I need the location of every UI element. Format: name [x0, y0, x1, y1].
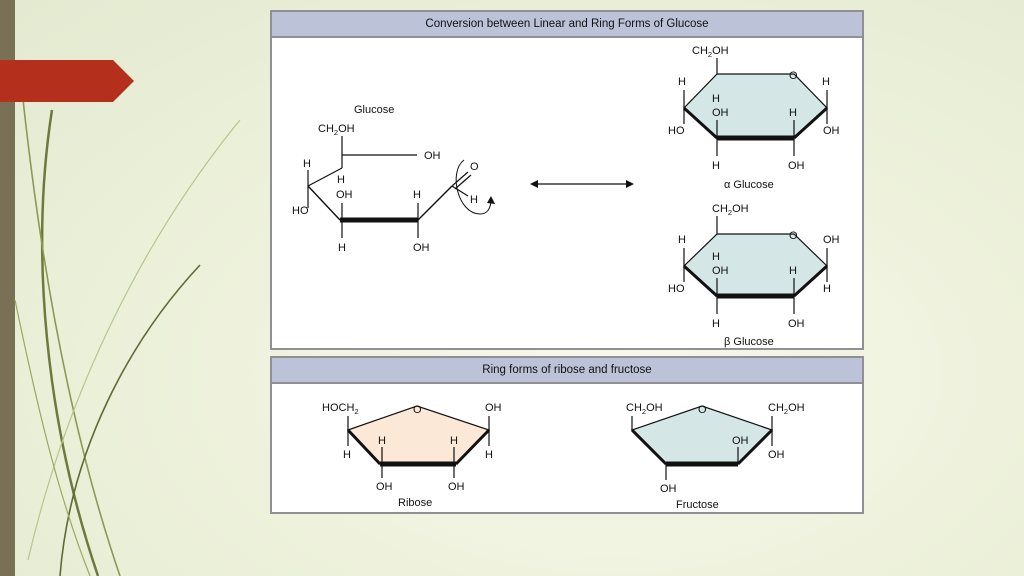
alpha-h-inner-right: H [789, 107, 797, 119]
glucose-diagram: Glucose CH2OH OH H H HO OH H H OH O [292, 45, 840, 348]
alpha-h-right: H [822, 76, 830, 88]
alpha-h-inner: H [712, 93, 720, 105]
fructose: CH2OH O CH2OH OH OH OH Fructose [626, 402, 805, 511]
linear-ho-left: HO [292, 205, 309, 217]
beta-h-bottom: H [712, 318, 720, 330]
aldehyde-o: O [470, 161, 479, 173]
ribose-panel-title: Ring forms of ribose and fructose [272, 358, 862, 384]
fructose-ch2oh-right: CH2OH [768, 402, 805, 416]
ribose-ring-o: O [413, 404, 422, 416]
linear-ch2oh-label: CH2OH [318, 123, 355, 137]
beta-ch2oh-label: CH2OH [712, 203, 749, 217]
linear-glucose-label: Glucose [354, 104, 394, 116]
ribose-hoch2-label: HOCH2 [322, 402, 359, 416]
alpha-ch2oh-label: CH2OH [692, 45, 729, 59]
alpha-glucose: CH2OH O H H H OH H HO OH H OH α Glucose [668, 45, 840, 191]
beta-oh-right: OH [823, 234, 840, 246]
fructose-ring-o: O [698, 404, 707, 416]
ribose-h-inner-left: H [378, 435, 386, 447]
alpha-oh-bottom: OH [788, 160, 805, 172]
accent-tab [0, 60, 134, 102]
beta-oh-bottom: OH [788, 318, 805, 330]
linear-glucose: Glucose CH2OH OH H H HO OH H H OH O [292, 104, 495, 254]
ribose-h-right: H [485, 449, 493, 461]
equilibrium-arrow [530, 180, 634, 188]
alpha-h-left: H [678, 76, 686, 88]
linear-oh-bottom: OH [413, 242, 430, 254]
aldehyde-h: H [470, 194, 478, 206]
beta-glucose: CH2OH O H OH H OH H HO H H OH β Glucose [668, 203, 840, 348]
alpha-h-bottom: H [712, 160, 720, 172]
ribose-h-inner-right: H [450, 435, 458, 447]
fructose-ch2oh-left: CH2OH [626, 402, 663, 416]
beta-oh-inner: OH [712, 265, 729, 277]
fructose-oh-right: OH [768, 449, 785, 461]
fructose-caption: Fructose [676, 499, 719, 511]
glucose-panel-title: Conversion between Linear and Ring Forms… [272, 12, 862, 38]
beta-h-left: H [678, 234, 686, 246]
slide-left-bar [0, 0, 15, 576]
ribose-fructose-panel: Ring forms of ribose and fructose HOCH2 … [270, 356, 864, 514]
linear-h-under-ch2oh: H [337, 174, 345, 186]
linear-h-upper-left: H [303, 158, 311, 170]
fructose-oh-inner: OH [732, 435, 749, 447]
alpha-ring-o: O [789, 70, 798, 82]
linear-oh-mid: OH [336, 189, 353, 201]
beta-h-inner: H [712, 251, 720, 263]
alpha-oh-inner: OH [712, 107, 729, 119]
alpha-glucose-caption: α Glucose [724, 179, 774, 191]
ribose-oh-bottom-left: OH [376, 481, 393, 493]
fructose-oh-bottom: OH [660, 483, 677, 495]
alpha-ho-left: HO [668, 125, 685, 137]
ribose-oh-bottom-right: OH [448, 481, 465, 493]
beta-ho-left: HO [668, 283, 685, 295]
alpha-oh-right: OH [823, 125, 840, 137]
linear-h-mid-right: H [413, 189, 421, 201]
linear-top-oh: OH [424, 150, 441, 162]
glucose-conversion-panel: Conversion between Linear and Ring Forms… [270, 10, 864, 350]
beta-glucose-caption: β Glucose [724, 336, 774, 348]
beta-h-right: H [823, 283, 831, 295]
ribose-oh-right: OH [485, 402, 502, 414]
decorative-lines [14, 89, 241, 576]
ribose-caption: Ribose [398, 497, 432, 509]
beta-h-inner-right: H [789, 265, 797, 277]
ribose-fructose-diagram: HOCH2 O OH H H H H OH OH Ribose CH2OH [322, 402, 805, 511]
ribose-h-left: H [343, 449, 351, 461]
beta-ring-o: O [789, 230, 798, 242]
ribose: HOCH2 O OH H H H H OH OH Ribose [322, 402, 502, 509]
linear-h-bottom: H [338, 242, 346, 254]
